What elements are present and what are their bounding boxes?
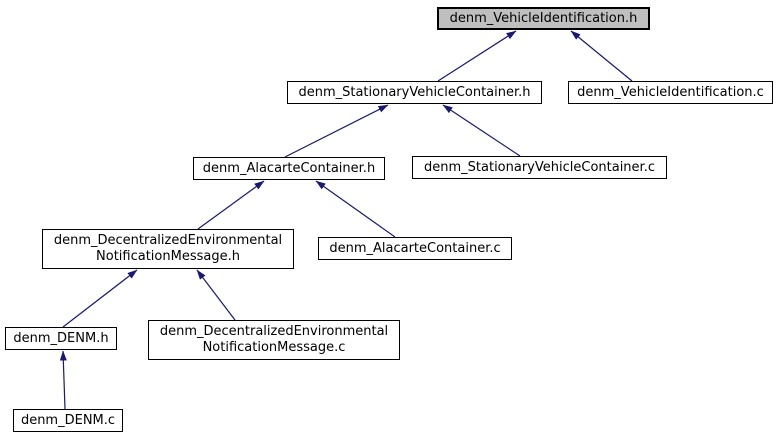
include-edge-denm-denm-c--to--denm-denm-h xyxy=(59,350,67,410)
graph-node-denm-alacartecontainer-c[interactable]: denm_AlacarteContainer.c xyxy=(318,237,512,260)
graph-node-denm-stationaryvehiclecontainer-h[interactable]: denm_StationaryVehicleContainer.h xyxy=(287,81,542,104)
include-edge-denm-alacartecontainer-h--to--denm-stationaryvehiclecontainer-h xyxy=(284,104,389,158)
graph-node-denm-decentralizedenvironmentalnotificationmessage-c[interactable]: denm_DecentralizedEnvironmental Notifica… xyxy=(148,320,400,360)
graph-node-denm-denm-h[interactable]: denm_DENM.h xyxy=(5,327,117,350)
graph-node-denm-denm-c[interactable]: denm_DENM.c xyxy=(13,409,123,432)
include-edge-denm-alacartecontainer-c--to--denm-alacartecontainer-h xyxy=(315,180,396,238)
graph-node-denm-alacartecontainer-h[interactable]: denm_AlacarteContainer.h xyxy=(193,157,385,180)
graph-node-denm-decentralizedenvironmentalnotificationmessage-h[interactable]: denm_DecentralizedEnvironmental Notifica… xyxy=(42,229,294,269)
include-edge-denm-stationaryvehiclecontainer-h--to--denm-vehicleidentification-h xyxy=(437,30,517,82)
include-edge-denm-stationaryvehiclecontainer-c--to--denm-stationaryvehiclecontainer-h xyxy=(442,104,521,157)
include-edge-denm-decentralizedenvironmentalnotificationmessage-h--to--denm-alacartecontainer-h xyxy=(197,180,265,230)
include-edge-denm-denm-h--to--denm-decentralizedenvironmentalnotificationmessage-h xyxy=(62,269,138,328)
graph-node-denm-vehicleidentification-c[interactable]: denm_VehicleIdentification.c xyxy=(568,81,773,104)
graph-node-denm-stationaryvehiclecontainer-c[interactable]: denm_StationaryVehicleContainer.c xyxy=(412,156,667,179)
graph-node-denm-vehicleidentification-h: denm_VehicleIdentification.h xyxy=(437,7,650,30)
include-edge-denm-vehicleidentification-c--to--denm-vehicleidentification-h xyxy=(570,30,633,82)
include-edge-denm-decentralizedenvironmentalnotificationmessage-c--to--denm-decentralizedenvironmentalnotificationmessage-h xyxy=(196,269,236,321)
